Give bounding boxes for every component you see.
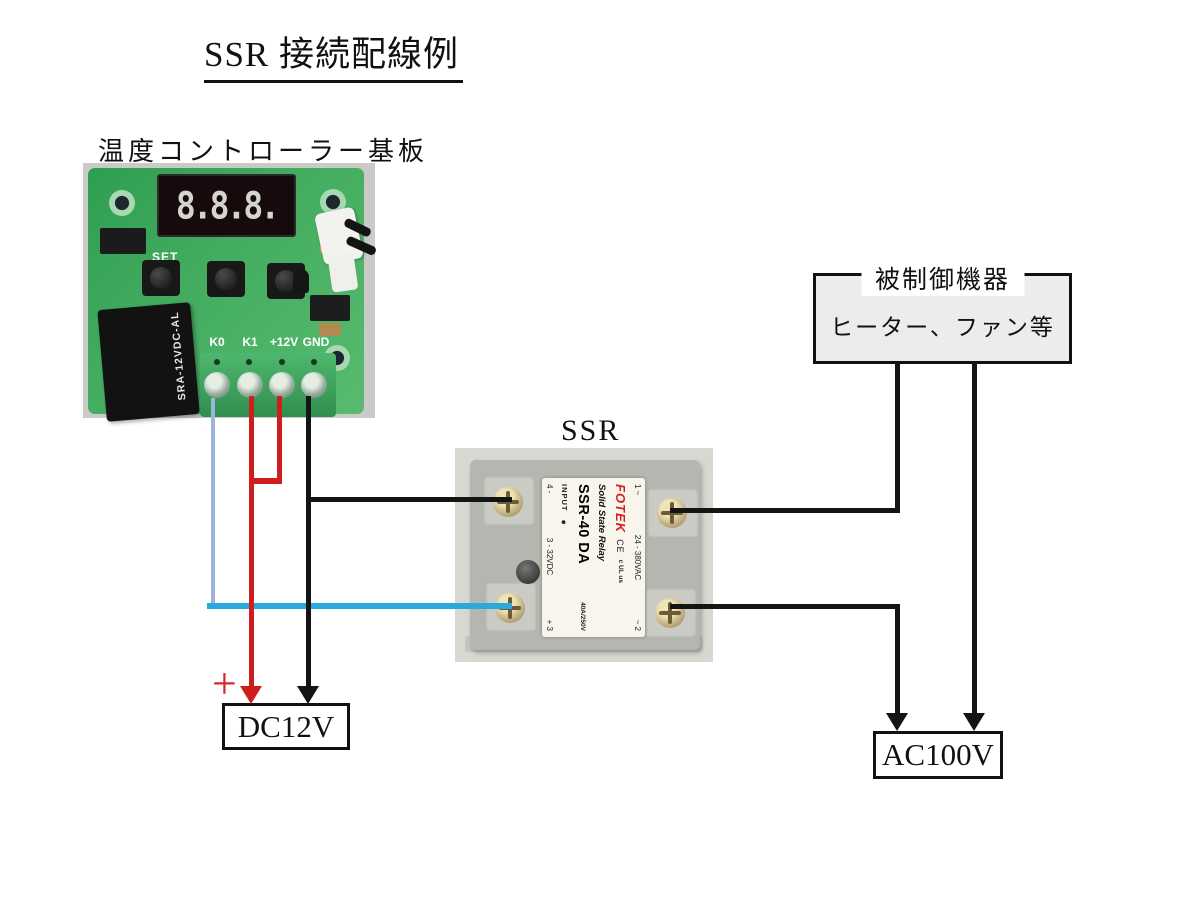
ssr-brand: FOTEK [612,484,628,534]
ssr-heading: SSR [561,414,621,447]
wire-k0-to-ssr3 [207,603,512,609]
ssr-label-sticker: 1 ~ 24 - 380VAC ~ 2 FOTEK CE c UL us Sol… [542,478,645,637]
arrow-into-ac100v-left [886,713,908,731]
wire-ssr1-to-device [895,362,900,513]
ssr-input-label: INPUT [559,484,569,512]
ssr-photo: 1 ~ 24 - 380VAC ~ 2 FOTEK CE c UL us Sol… [455,448,713,662]
terminal-pin [279,359,285,365]
wire-gnd-to-dc12v [306,396,311,686]
transistor-component [293,269,309,293]
relay-part-number: SRA-12VDC-AL [168,311,189,401]
terminal-screw-12v [269,372,295,398]
wire-device-to-ac100v [972,362,977,714]
wire-12v-jumper-horizontal [249,478,282,484]
terminal-pin [311,359,317,365]
ssr-mounting-screw [516,560,540,584]
arrow-red-into-dc12v [240,686,262,704]
ssr-terminal-1-marking: 1 ~ [633,484,642,496]
ssr-label-content: 1 ~ 24 - 380VAC ~ 2 FOTEK CE c UL us Sol… [542,478,645,637]
ic-chip [100,228,146,254]
regulator-component [310,295,350,321]
arrow-black-into-dc12v [297,686,319,704]
terminal-screw-gnd [301,372,327,398]
screw-terminal-block [200,353,336,417]
controlled-device-title: 被制御機器 [860,260,1025,296]
ssr-screw-terminal-2 [655,598,685,628]
ssr-screw-terminal-1 [657,498,687,528]
ssr-model: SSR-40 DA [574,484,591,565]
mounting-hole [109,190,135,216]
page-title: SSR 接続配線例 [204,26,464,83]
controller-board-photo: 8.8.8. SET SRA-12VDC-AL K0 K1 +12V GND [83,163,378,422]
ssr-current-rating: 40A/250V [579,602,587,631]
terminal-label-k0: K0 [209,335,225,349]
arrow-into-ac100v-right [963,713,985,731]
ssr-led-dot: ● [559,519,570,525]
wire-ssr2-to-ac100v [895,604,900,714]
seven-segment-display: 8.8.8. [157,174,296,237]
plus-button [207,261,245,297]
controlled-device-content: ヒーター、ファン等 [830,315,1055,340]
ssr-input-rating: 3 - 32VDC [545,537,555,576]
wire-k0-vertical [211,398,215,608]
relay-component: SRA-12VDC-AL [97,302,200,422]
wire-ssr2-horizontal [670,604,898,609]
ssr-output-rating: 24 - 380VAC [633,534,642,581]
smd-component [319,323,341,336]
display-digits: 8.8.8. [175,183,280,228]
terminal-label-12v: +12V [269,335,299,349]
ce-mark: CE [615,539,626,554]
pcb-board: 8.8.8. SET SRA-12VDC-AL K0 K1 +12V GND [88,168,364,422]
ul-mark: c UL us [616,559,624,583]
ssr-series-name: Solid State Relay [596,484,608,562]
terminal-pin [214,359,220,365]
wire-gnd-to-ssr4 [306,497,512,502]
wire-ssr1-horizontal [670,508,898,513]
dc-plus-polarity: + [212,659,237,708]
terminal-pin [246,359,252,365]
ssr-terminal-4-marking: 4 - [545,484,555,494]
sensor-connector-latch [327,253,359,293]
controlled-device-box: 被制御機器 ヒーター、ファン等 [813,260,1072,364]
ac100v-box: AC100V [873,731,1003,779]
terminal-screw-k1 [237,372,263,398]
controller-board-label: 温度コントローラー基板 [98,137,429,166]
wire-12v-jumper-vertical [277,396,282,484]
terminal-screw-k0 [204,372,230,398]
ssr-terminal-3-marking: + 3 [545,619,555,631]
set-button [142,260,180,296]
terminal-label-gnd: GND [302,335,330,349]
terminal-label-k1: K1 [242,335,258,349]
ssr-screw-terminal-4 [493,487,523,517]
ssr-terminal-2-marking: ~ 2 [633,619,642,631]
wire-k1-to-dc12v [249,396,254,688]
dc12v-box: DC12V [222,703,350,750]
